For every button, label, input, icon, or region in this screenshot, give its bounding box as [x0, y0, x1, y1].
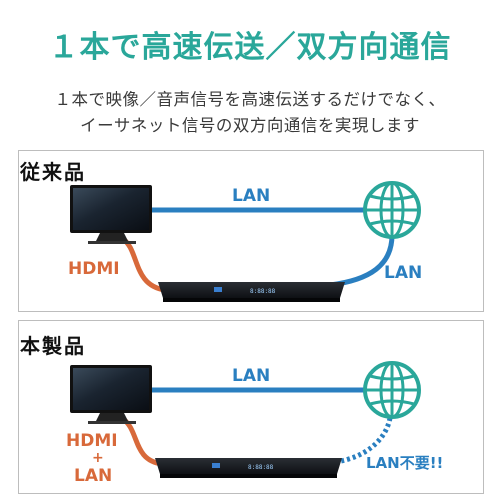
- new-lan-label: LAN: [74, 466, 112, 486]
- legacy-lan-top-label: LAN: [232, 186, 270, 206]
- legacy-lan-right-label: LAN: [384, 263, 422, 283]
- subtitle-line1: １本で映像／音声信号を高速伝送するだけでなく、: [54, 90, 446, 109]
- new-lan-dotted-cable: [334, 417, 393, 465]
- headline: １本で高速伝送／双方向通信: [48, 30, 452, 65]
- legacy-panel-title: 従来品: [20, 160, 86, 184]
- svg-text:8:88:88: 8:88:88: [248, 464, 274, 471]
- tv-icon: [70, 185, 152, 244]
- subtitle-line2: イーサネット信号の双方向通信を実現します: [80, 116, 420, 135]
- tv-icon: [70, 365, 152, 424]
- new-lan-top-label: LAN: [232, 366, 270, 386]
- new-hdmi-label: HDMI: [66, 431, 118, 451]
- legacy-lan-cable-right: [329, 234, 395, 288]
- new-hdmi-lan-cable: [120, 415, 163, 467]
- globe-icon: [363, 361, 421, 419]
- recorder-icon: 8:88:88: [158, 282, 345, 302]
- new-lan-unneeded-label: LAN不要!!: [366, 454, 443, 472]
- svg-text:8:88:88: 8:88:88: [250, 288, 276, 295]
- recorder-icon: 8:88:88: [155, 458, 342, 478]
- new-plus-label: +: [92, 450, 104, 466]
- legacy-hdmi-label: HDMI: [68, 259, 120, 279]
- new-panel-title: 本製品: [20, 334, 86, 358]
- globe-icon: [363, 181, 421, 239]
